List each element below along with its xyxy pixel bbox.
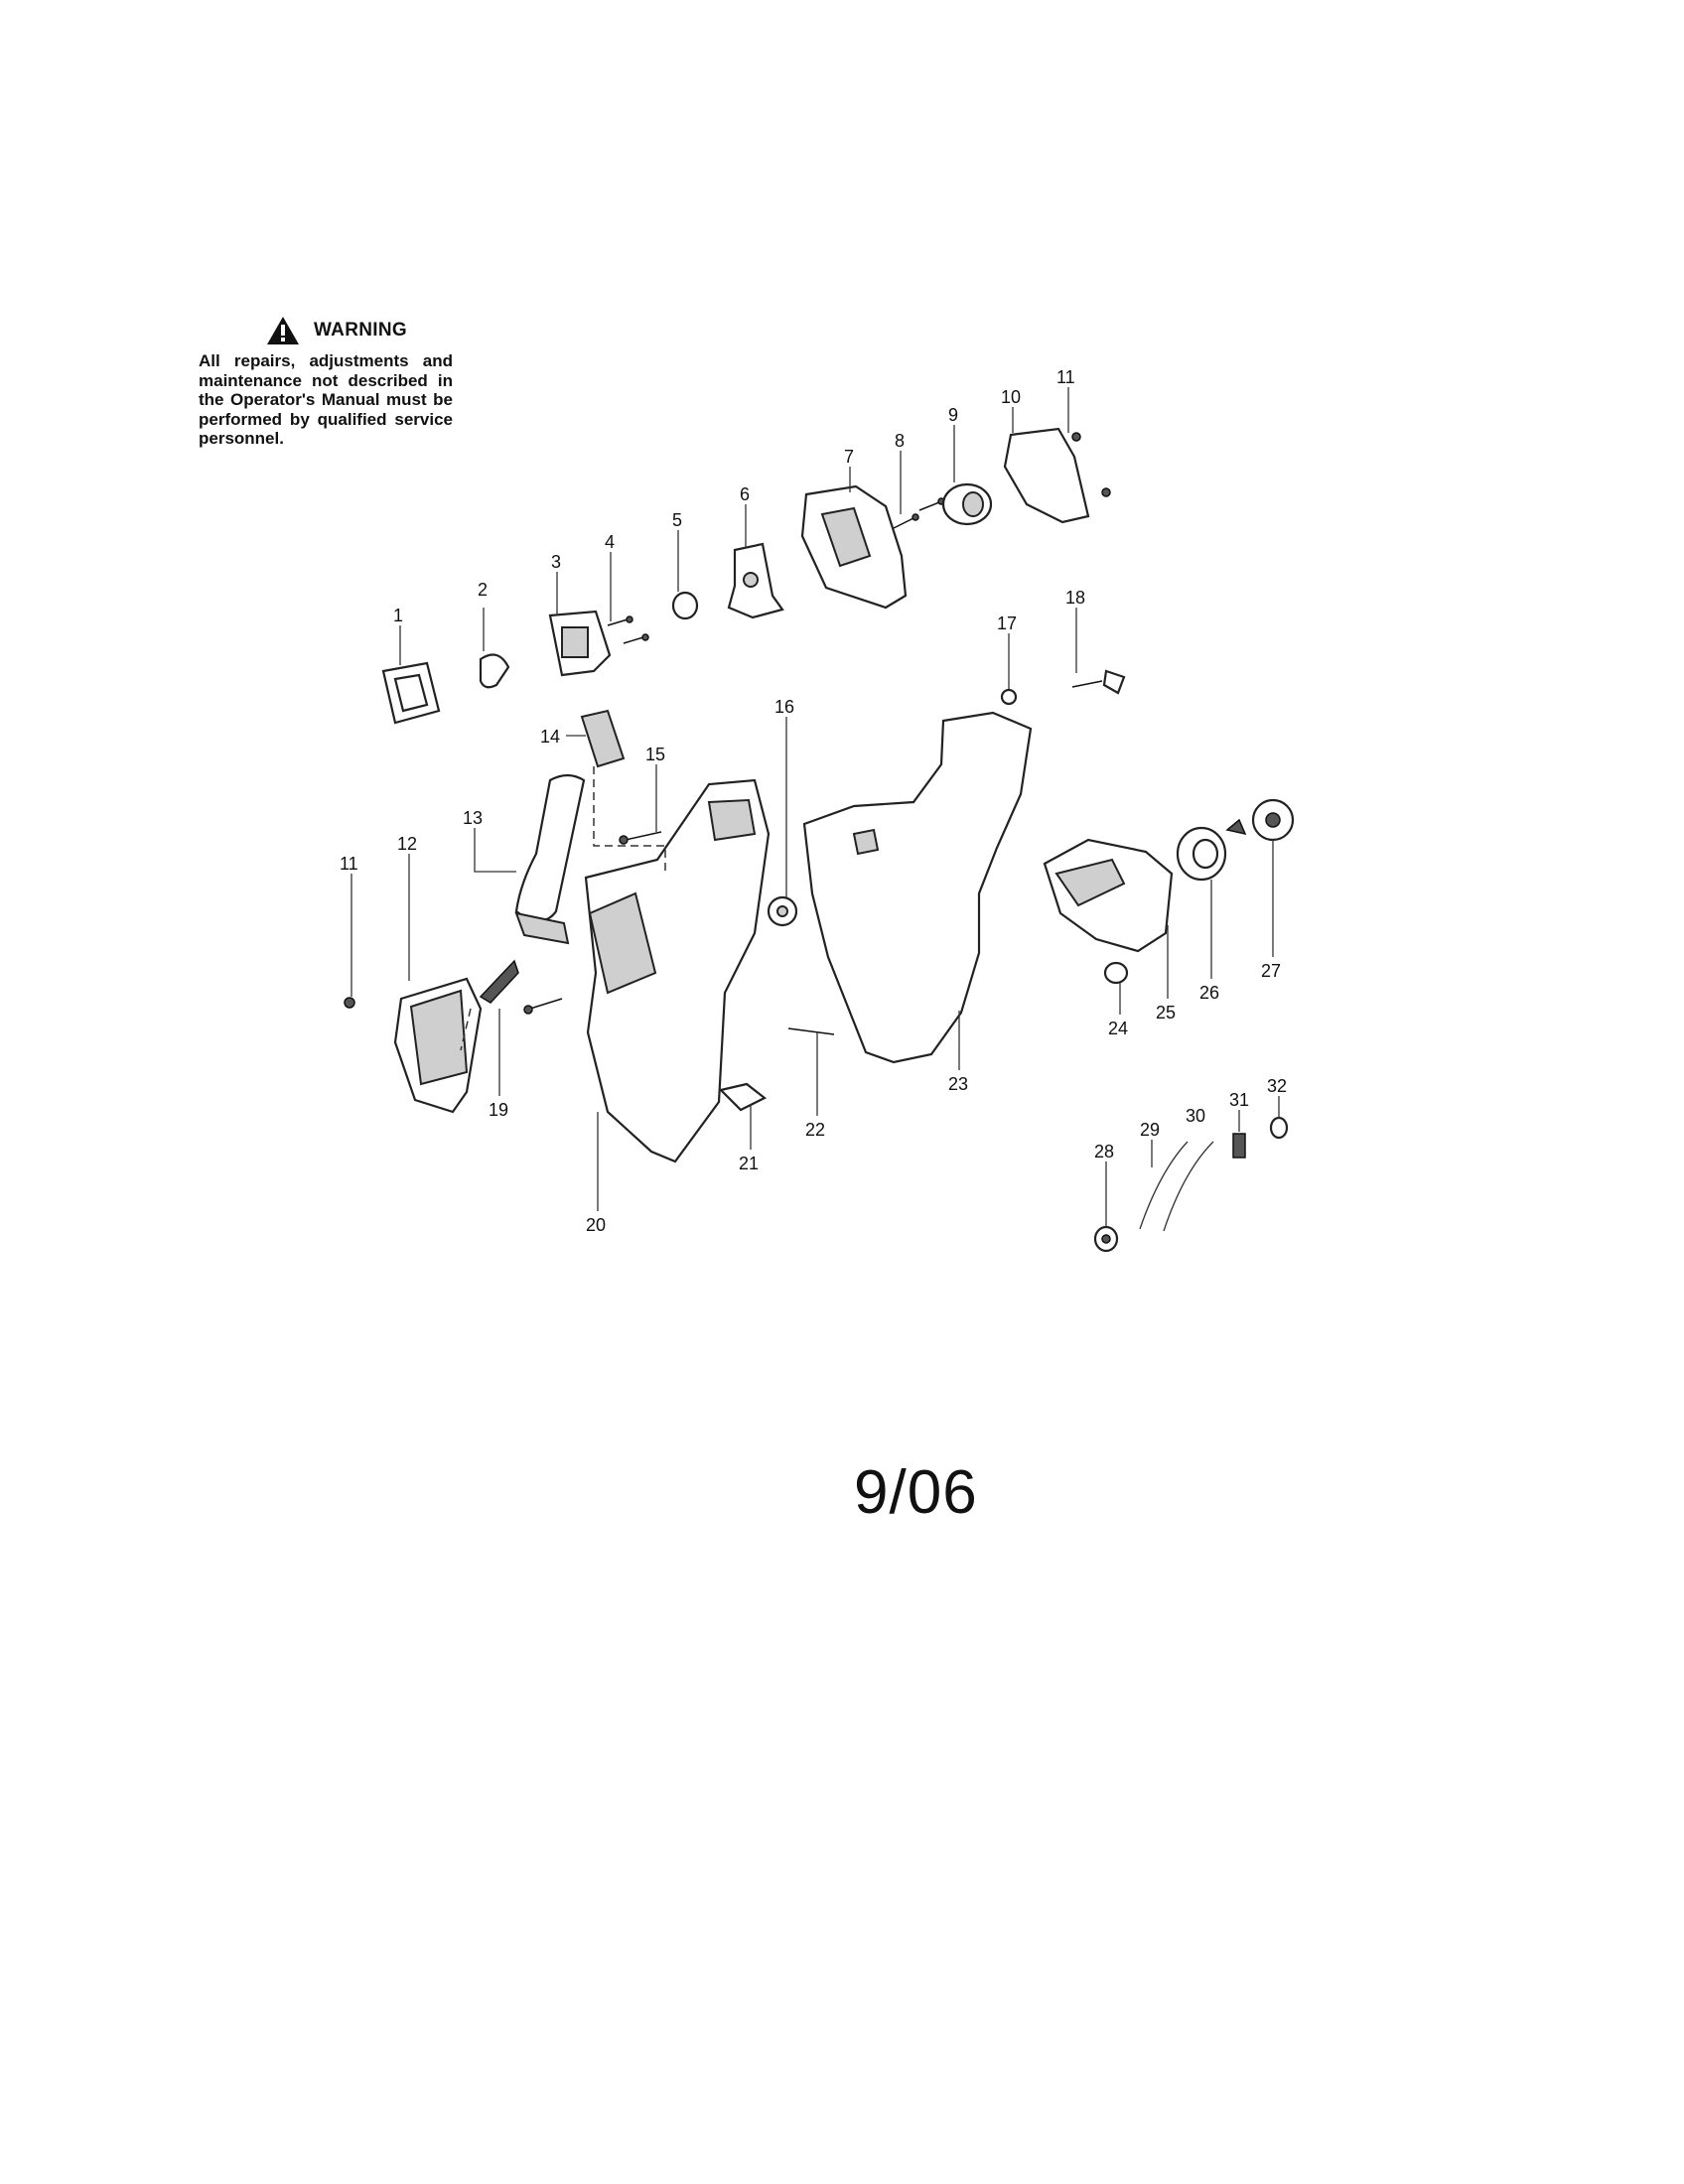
part-engine-cover [800, 484, 908, 610]
leader-lines [351, 387, 1280, 1227]
callout-7: 7 [844, 447, 854, 467]
part-fuel-line-30 [1163, 1141, 1214, 1232]
part-seal-ring [1176, 826, 1227, 882]
callout-12: 12 [397, 834, 417, 854]
part-blower-housing-right [802, 711, 1033, 1064]
part-gasket [671, 591, 699, 620]
part-pin [787, 1027, 835, 1035]
callout-13: 13 [463, 808, 483, 828]
callout-31: 31 [1229, 1090, 1249, 1110]
date-stamp: 9/06 [854, 1458, 978, 1527]
callout-22: 22 [805, 1120, 825, 1140]
callout-2: 2 [478, 580, 488, 600]
callout-9: 9 [948, 405, 958, 425]
callout-18: 18 [1065, 588, 1085, 608]
part-screws-8 [893, 497, 945, 529]
callout-10: 10 [1001, 387, 1021, 407]
callout-27: 27 [1261, 961, 1281, 981]
part-bushing [941, 482, 993, 526]
callout-19: 19 [489, 1100, 508, 1120]
part-fuel-line-29 [1139, 1141, 1189, 1230]
callout-1: 1 [393, 606, 403, 625]
part-screw-15 [619, 831, 662, 845]
callout-32: 32 [1267, 1076, 1287, 1096]
part-plug [1103, 961, 1129, 985]
part-screws-11-top [1071, 432, 1111, 497]
part-muffler [1043, 838, 1174, 953]
callout-11-top: 11 [1056, 367, 1075, 387]
part-screws-4 [607, 615, 649, 644]
callout-5: 5 [672, 510, 682, 530]
callout-6: 6 [740, 484, 750, 504]
callout-17: 17 [997, 614, 1017, 633]
part-screw-11-left [344, 997, 355, 1009]
part-grommet [1269, 1116, 1289, 1140]
callout-28: 28 [1094, 1142, 1114, 1161]
part-blower-housing-left [584, 778, 771, 1163]
part-impeller [767, 895, 798, 927]
callout-16: 16 [774, 697, 794, 717]
callout-25: 25 [1156, 1003, 1176, 1023]
part-knob-screw [1071, 669, 1126, 695]
callout-8: 8 [895, 431, 905, 451]
part-washer [1093, 1225, 1119, 1253]
callout-14: 14 [540, 727, 560, 747]
part-handle [514, 773, 586, 945]
callout-11-left: 11 [340, 854, 358, 874]
callout-4: 4 [605, 532, 615, 552]
callout-29: 29 [1140, 1120, 1160, 1140]
warning-text: All repairs, adjustments and maintenance… [199, 351, 453, 448]
part-carburetor [727, 542, 784, 619]
callout-30: 30 [1186, 1106, 1205, 1126]
part-cover-plate [1003, 427, 1090, 524]
part-bearing [1225, 798, 1295, 842]
part-air-box [548, 610, 612, 677]
part-pad [580, 709, 626, 768]
warning-notice: WARNING All repairs, adjustments and mai… [199, 316, 453, 449]
part-decal [479, 959, 519, 1004]
warning-header: WARNING [266, 316, 453, 345]
warning-triangle-icon [267, 317, 299, 344]
assembly-dashed-lines [460, 766, 666, 1051]
callout-3: 3 [551, 552, 561, 572]
part-knob [479, 653, 510, 689]
callout-21: 21 [739, 1154, 759, 1173]
part-nut [1000, 688, 1018, 706]
callout-23: 23 [948, 1074, 968, 1094]
part-air-filter [381, 661, 441, 725]
part-clip [718, 1082, 768, 1112]
callout-24: 24 [1108, 1019, 1128, 1038]
callout-20: 20 [586, 1215, 606, 1235]
callout-26: 26 [1199, 983, 1219, 1003]
warning-title: WARNING [314, 320, 407, 341]
part-intake-cover [393, 977, 483, 1114]
callout-15: 15 [645, 745, 665, 764]
part-fuel-filter [1232, 1133, 1246, 1159]
part-screw-19 [523, 998, 563, 1015]
